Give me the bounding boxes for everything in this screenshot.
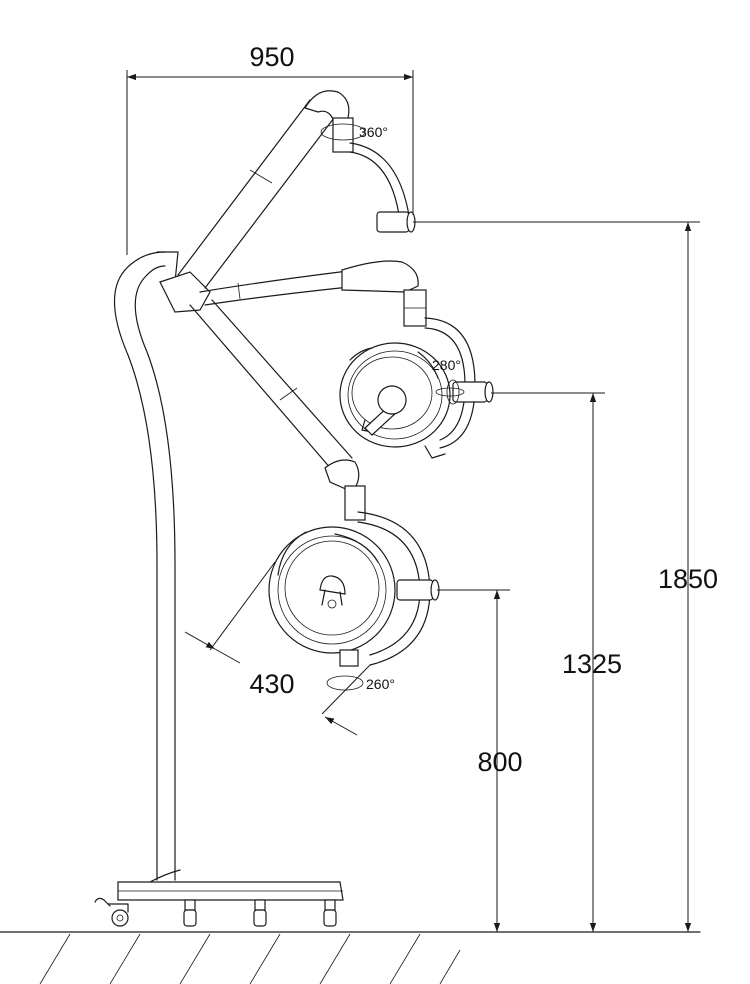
height-1325-label: 1325 <box>562 649 622 679</box>
upper-head-rotation-label: 280° <box>432 357 461 373</box>
top-accessory-arm <box>349 142 416 233</box>
height-800-dimension <box>437 589 510 932</box>
height-800-label: 800 <box>477 747 522 777</box>
middle-arm <box>199 260 427 327</box>
head-diameter-dimension <box>184 561 371 736</box>
stand-column <box>113 251 179 881</box>
height-1850-label: 1850 <box>658 564 718 594</box>
top-joint-rotation-label: 360° <box>359 124 388 140</box>
upper-spring-arm <box>177 90 366 289</box>
height-1325-dimension <box>491 392 605 932</box>
lower-spring-arm <box>189 299 366 521</box>
lower-lamp-head <box>268 511 440 691</box>
head-diameter-label: 430 <box>249 669 294 699</box>
width-label: 950 <box>249 42 294 72</box>
width-dimension <box>126 70 414 255</box>
upper-lamp-head <box>339 317 494 459</box>
height-1850-dimension <box>413 221 700 932</box>
mobile-base <box>94 869 344 927</box>
floor <box>0 931 701 984</box>
lower-head-rotation-label: 260° <box>366 676 395 692</box>
caster-wheel <box>94 897 337 927</box>
central-hub <box>159 271 211 313</box>
